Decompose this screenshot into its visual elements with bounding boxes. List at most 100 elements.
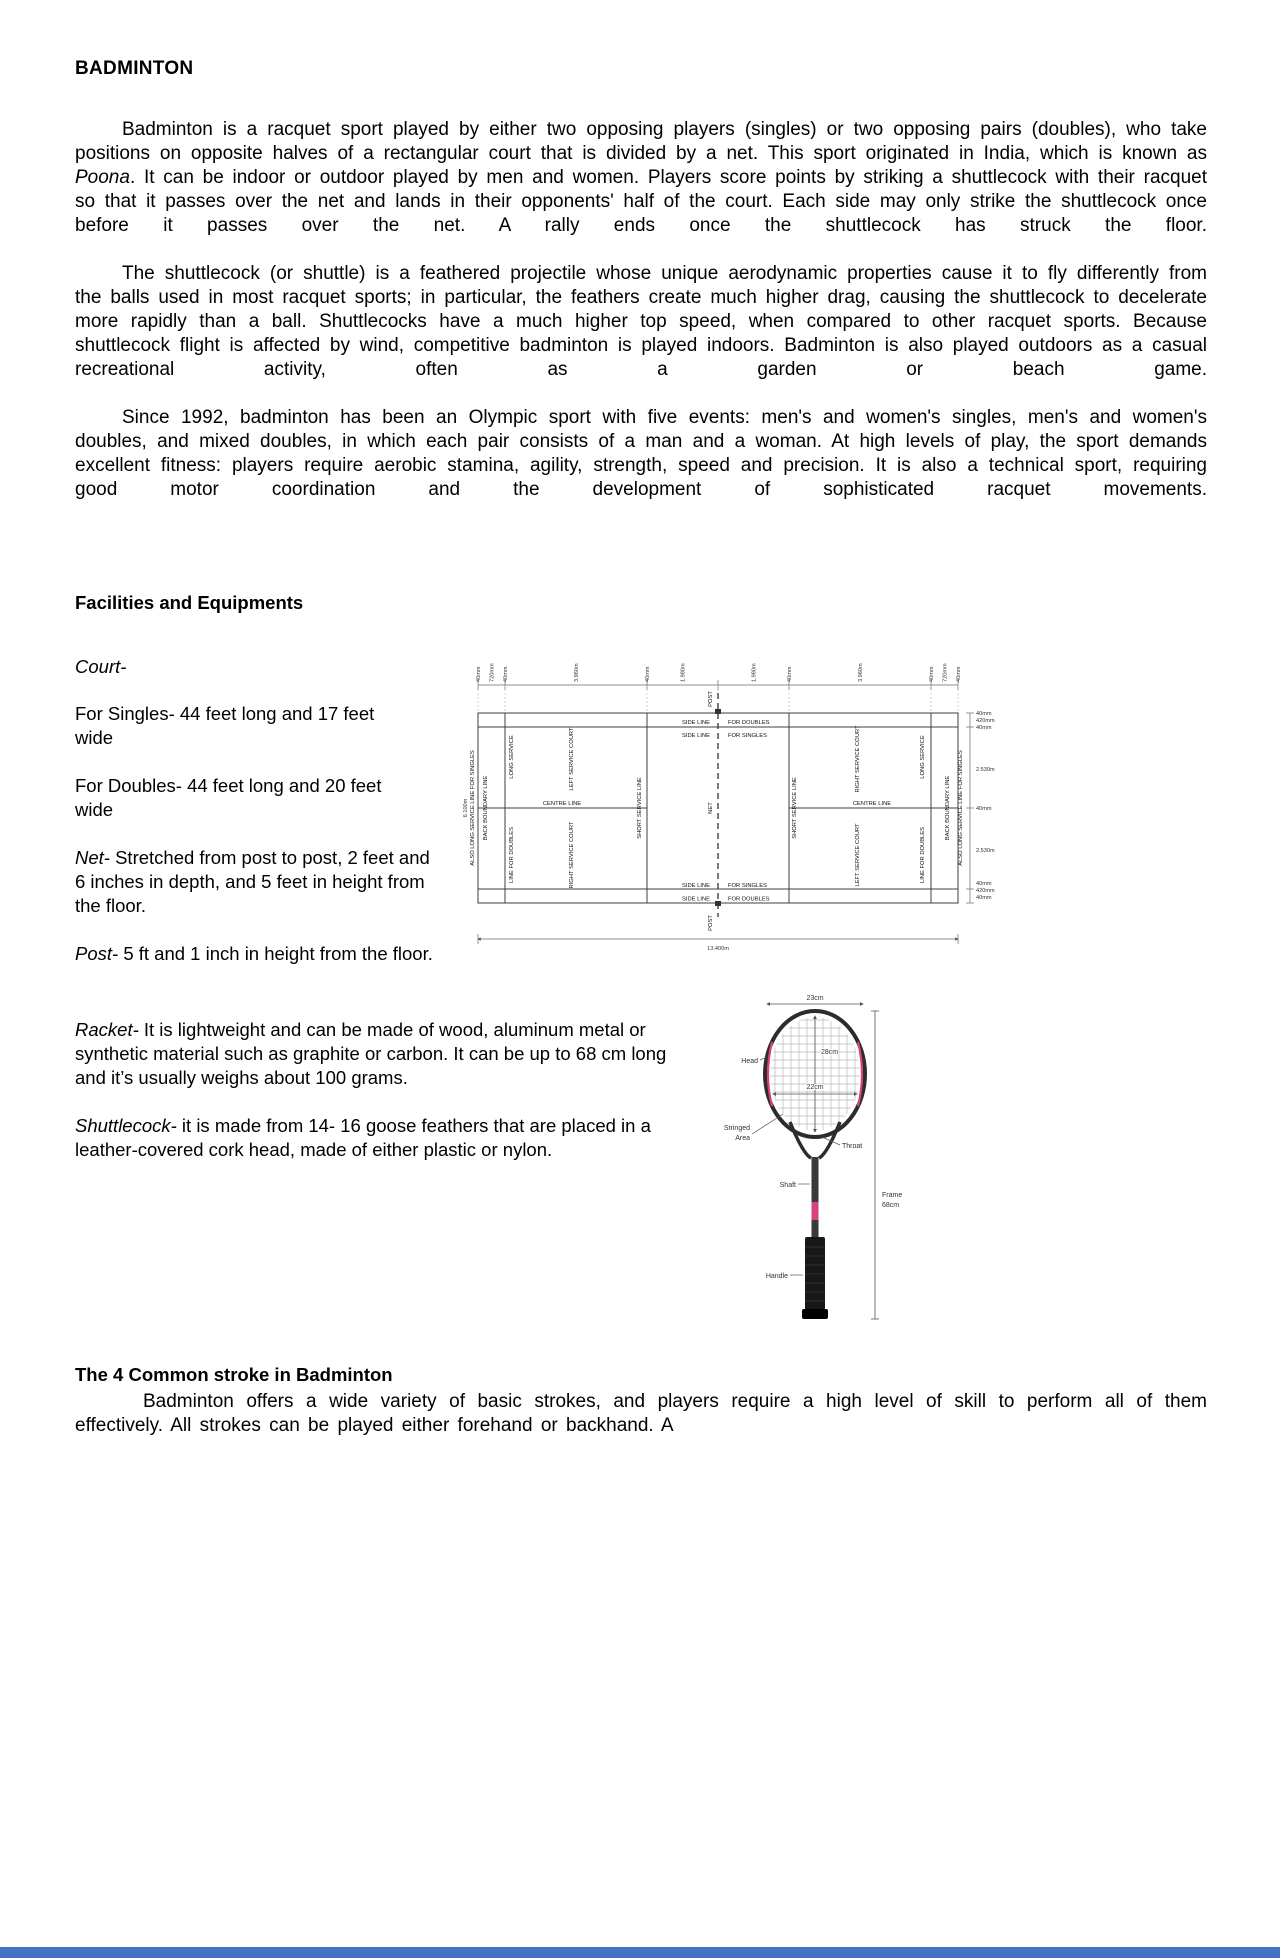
throat-right: [818, 1121, 842, 1160]
label-right-court-upper: RIGHT SERVICE COURT: [855, 725, 861, 792]
strokes-heading: The 4 Common stroke in Badminton: [75, 1364, 393, 1385]
label-sideline-bottom-singles-b: FOR SINGLES: [728, 883, 767, 889]
handle-label: Handle: [766, 1273, 788, 1280]
court-doubles-spec: For Doubles- 44 feet long and 20 feet wi…: [75, 775, 382, 820]
racket-item: Racket- It is lightweight and can be mad…: [75, 1018, 675, 1090]
court-dim-top-9: 40mm: [929, 666, 935, 682]
label-long-service-right: LONG SERVICE: [920, 735, 926, 779]
poona-italic: Poona: [75, 167, 130, 188]
dim-22cm: 22cm: [806, 1084, 823, 1091]
court-dim-top-8: 3.960m: [858, 663, 864, 682]
court-length-dim: 13.400m: [707, 946, 729, 952]
court-dim-top-0: 40mm: [476, 666, 482, 682]
handle-butt: [802, 1309, 828, 1319]
court-dim-right-3: 2.530m: [976, 767, 995, 773]
shaft-accent: [811, 1202, 819, 1220]
label-also-long-left: ALSO LONG SERVICE LINE FOR SINGLES: [470, 750, 476, 866]
court-dim-top-2: 40mm: [503, 666, 509, 682]
label-long-service-left: LONG SERVICE: [509, 735, 515, 779]
court-dim-right-0: 40mm: [976, 711, 992, 717]
strokes-paragraph: Badminton offers a wide variety of basic…: [75, 1391, 1207, 1436]
label-back-boundary-right: BACK BOUNDARY LINE: [945, 776, 951, 841]
stringed-area-label-2: Area: [735, 1135, 750, 1142]
label-line-doubles-left: LINE FOR DOUBLES: [509, 827, 515, 883]
post-mark-bottom: [715, 901, 721, 906]
court-dim-top-3: 3.960m: [574, 663, 580, 682]
olympic-paragraph: Since 1992, badminton has been an Olympi…: [75, 407, 1207, 500]
label-net: NET: [708, 802, 714, 814]
shaft-label: Shaft: [780, 1182, 796, 1189]
label-left-court-lower: LEFT SERVICE COURT: [855, 823, 861, 887]
dimension-lines: [477, 680, 974, 944]
dim-23cm: 23cm: [806, 995, 823, 1002]
label-right-court-lower: RIGHT SERVICE COURT: [569, 821, 575, 888]
head-leader: [759, 1056, 768, 1061]
label-centre-line-right: CENTRE LINE: [853, 801, 891, 807]
throat-label: Throat: [842, 1143, 862, 1150]
label-centre-line-left: CENTRE LINE: [543, 801, 581, 807]
shuttlecock-paragraph: The shuttlecock (or shuttle) is a feathe…: [75, 263, 1207, 380]
net-item: Net- Stretched from post to post, 2 feet…: [75, 846, 440, 918]
label-sideline-bottom-singles-a: SIDE LINE: [682, 883, 710, 889]
court-dim-right-5: 2.530m: [976, 848, 995, 854]
court-dim-top-5: 1.980m: [681, 663, 687, 682]
frame-accent-right: [856, 1041, 864, 1107]
net-text: Stretched from post to post, 2 feet and …: [75, 847, 430, 916]
court-dim-top-1: 720mm: [490, 663, 496, 682]
court-dim-top-11: 40mm: [956, 666, 962, 682]
shuttlecock-item: Shuttlecock- it is made from 14- 16 goos…: [75, 1114, 675, 1162]
court-dim-right-4: 40mm: [976, 806, 992, 812]
label-sideline-top-doubles-a: SIDE LINE: [682, 720, 710, 726]
court-dim-top-7: 40mm: [787, 666, 793, 682]
label-short-service-right: SHORT SERVICE LINE: [792, 777, 798, 839]
throat-leader: [821, 1136, 841, 1146]
facilities-heading: Facilities and Equipments: [75, 592, 304, 613]
label-back-boundary-left: BACK BOUNDARY LINE: [483, 776, 489, 841]
stringed-area-label-1: Stringed: [724, 1125, 750, 1132]
label-sideline-top-doubles-b: FOR DOUBLES: [728, 720, 770, 726]
label-left-court-upper: LEFT SERVICE COURT: [569, 727, 575, 791]
racket-frame: [763, 1009, 867, 1139]
court-dim-right-8: 40mm: [976, 895, 992, 901]
court-singles-spec: For Singles- 44 feet long and 17 feet wi…: [75, 703, 375, 748]
shuttlecock-label-italic: Shuttlecock-: [75, 1115, 177, 1136]
label-line-doubles-right: LINE FOR DOUBLES: [920, 827, 926, 883]
intro-text-before: Badminton is a racquet sport played by e…: [75, 119, 1207, 164]
label-sideline-top-singles-a: SIDE LINE: [682, 733, 710, 739]
bottom-bar: [0, 1947, 1280, 1958]
racket-label-italic: Racket-: [75, 1019, 139, 1040]
court-dim-top-6: 1.980m: [752, 663, 758, 682]
throat-left: [788, 1121, 812, 1160]
intro-text-after: . It can be indoor or outdoor played by …: [75, 167, 1207, 236]
stringed-area-leader: [751, 1113, 784, 1135]
net-label-italic: Net-: [75, 847, 110, 868]
racket-diagram: 23cm 28cm 22cm Frame 68cm Head Stringed …: [724, 995, 902, 1320]
intro-paragraph: Badminton is a racquet sport played by e…: [75, 118, 1207, 238]
post-label-italic: Post-: [75, 943, 119, 964]
court-dim-right-6: 40mm: [976, 881, 992, 887]
label-sideline-bottom-doubles-a: SIDE LINE: [682, 897, 710, 903]
court-dim-right-1: 420mm: [976, 718, 995, 724]
court-dim-top-4: 40mm: [645, 666, 651, 682]
post-item: Post- 5 ft and 1 inch in height from the…: [75, 942, 440, 966]
court-diagram: 40mm 720mm 40mm 3.960m 40mm 1.980m 1.980…: [463, 663, 995, 952]
court-item-label: Court-: [75, 656, 1207, 678]
post-text: 5 ft and 1 inch in height from the floor…: [118, 943, 433, 964]
court-dim-right-2: 40mm: [976, 725, 992, 731]
document-title: BADMINTON: [75, 58, 194, 79]
frame-label-2: 68cm: [882, 1202, 899, 1209]
court-width-dim: 6.100m: [463, 798, 469, 817]
frame-label-1: Frame: [882, 1192, 902, 1199]
label-also-long-right: ALSO LONG SERVICE LINE FOR SINGLES: [958, 750, 964, 866]
label-post-bottom: POST: [708, 915, 714, 931]
label-short-service-left: SHORT SERVICE LINE: [637, 777, 643, 839]
racket-text: It is lightweight and can be made of woo…: [75, 1019, 667, 1088]
label-sideline-bottom-doubles-b: FOR DOUBLES: [728, 897, 770, 903]
racket-shaft: [811, 1157, 819, 1237]
court-label-italic: Court-: [75, 656, 127, 677]
shuttlecock-text: it is made from 14- 16 goose feathers th…: [75, 1115, 651, 1160]
post-mark-top: [715, 709, 721, 714]
head-label: Head: [741, 1058, 758, 1065]
document-content: BADMINTON Badminton is a racquet sport p…: [75, 58, 1207, 1438]
